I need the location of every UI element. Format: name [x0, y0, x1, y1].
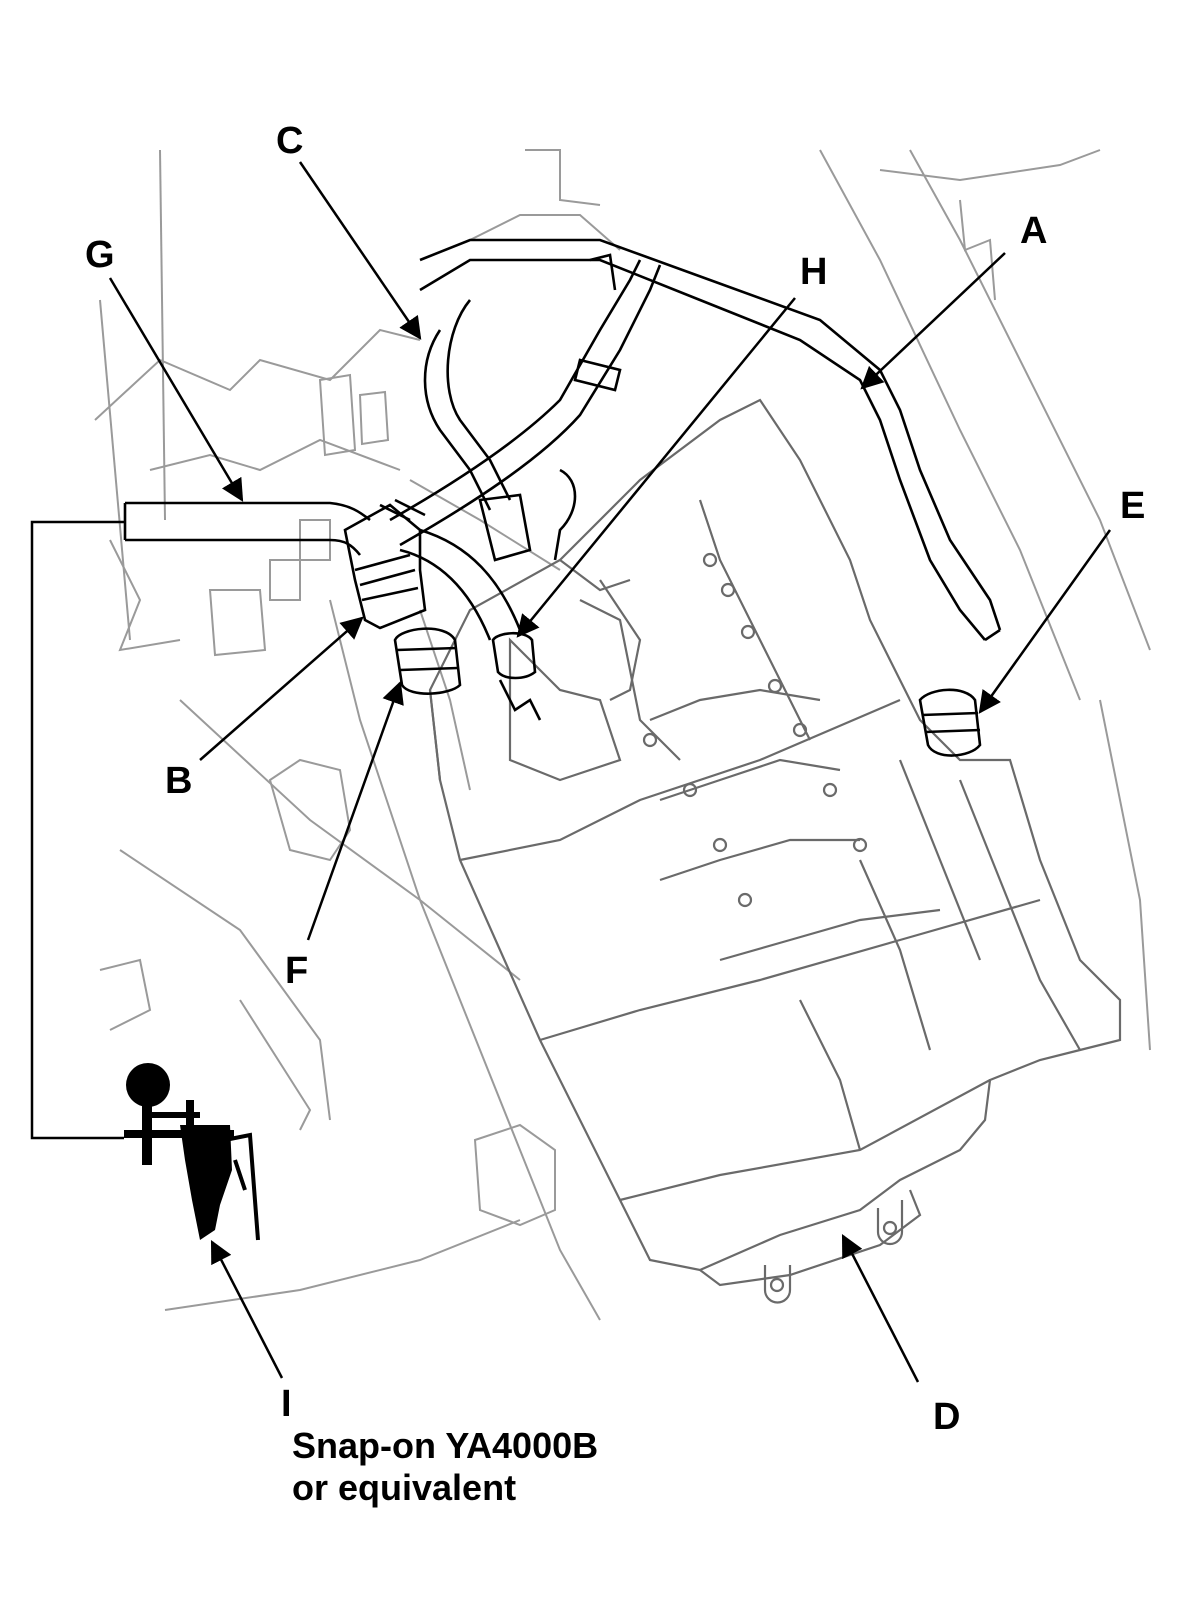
arrow-c — [298, 161, 422, 340]
hoses — [123, 238, 1002, 757]
leader-arrows — [108, 161, 1112, 1383]
label-f: F — [285, 950, 309, 992]
label-g: G — [85, 234, 115, 276]
arrow-a — [860, 252, 1006, 390]
tool-caption: Snap-on YA4000B or equivalent — [292, 1425, 598, 1509]
canister-body — [428, 398, 1122, 1304]
arrow-e — [978, 529, 1112, 714]
arrow-d — [841, 1233, 920, 1383]
label-d: D — [933, 1396, 961, 1438]
label-h: H — [800, 251, 828, 293]
connector-line — [30, 520, 125, 1140]
label-c: C — [276, 120, 304, 162]
arrow-b — [199, 616, 364, 761]
tool-caption-line1: Snap-on YA4000B — [292, 1425, 599, 1466]
tool-caption-line2: or equivalent — [292, 1467, 517, 1508]
label-b: B — [165, 760, 193, 802]
arrow-h — [516, 297, 796, 638]
arrow-g — [108, 277, 244, 502]
arrow-i — [210, 1239, 284, 1379]
vacuum-pump-icon — [124, 1063, 260, 1241]
background-structure — [94, 149, 1151, 1321]
label-a: A — [1020, 210, 1048, 252]
label-e: E — [1120, 485, 1146, 527]
arrow-f — [306, 680, 404, 941]
label-i: I — [281, 1383, 292, 1425]
